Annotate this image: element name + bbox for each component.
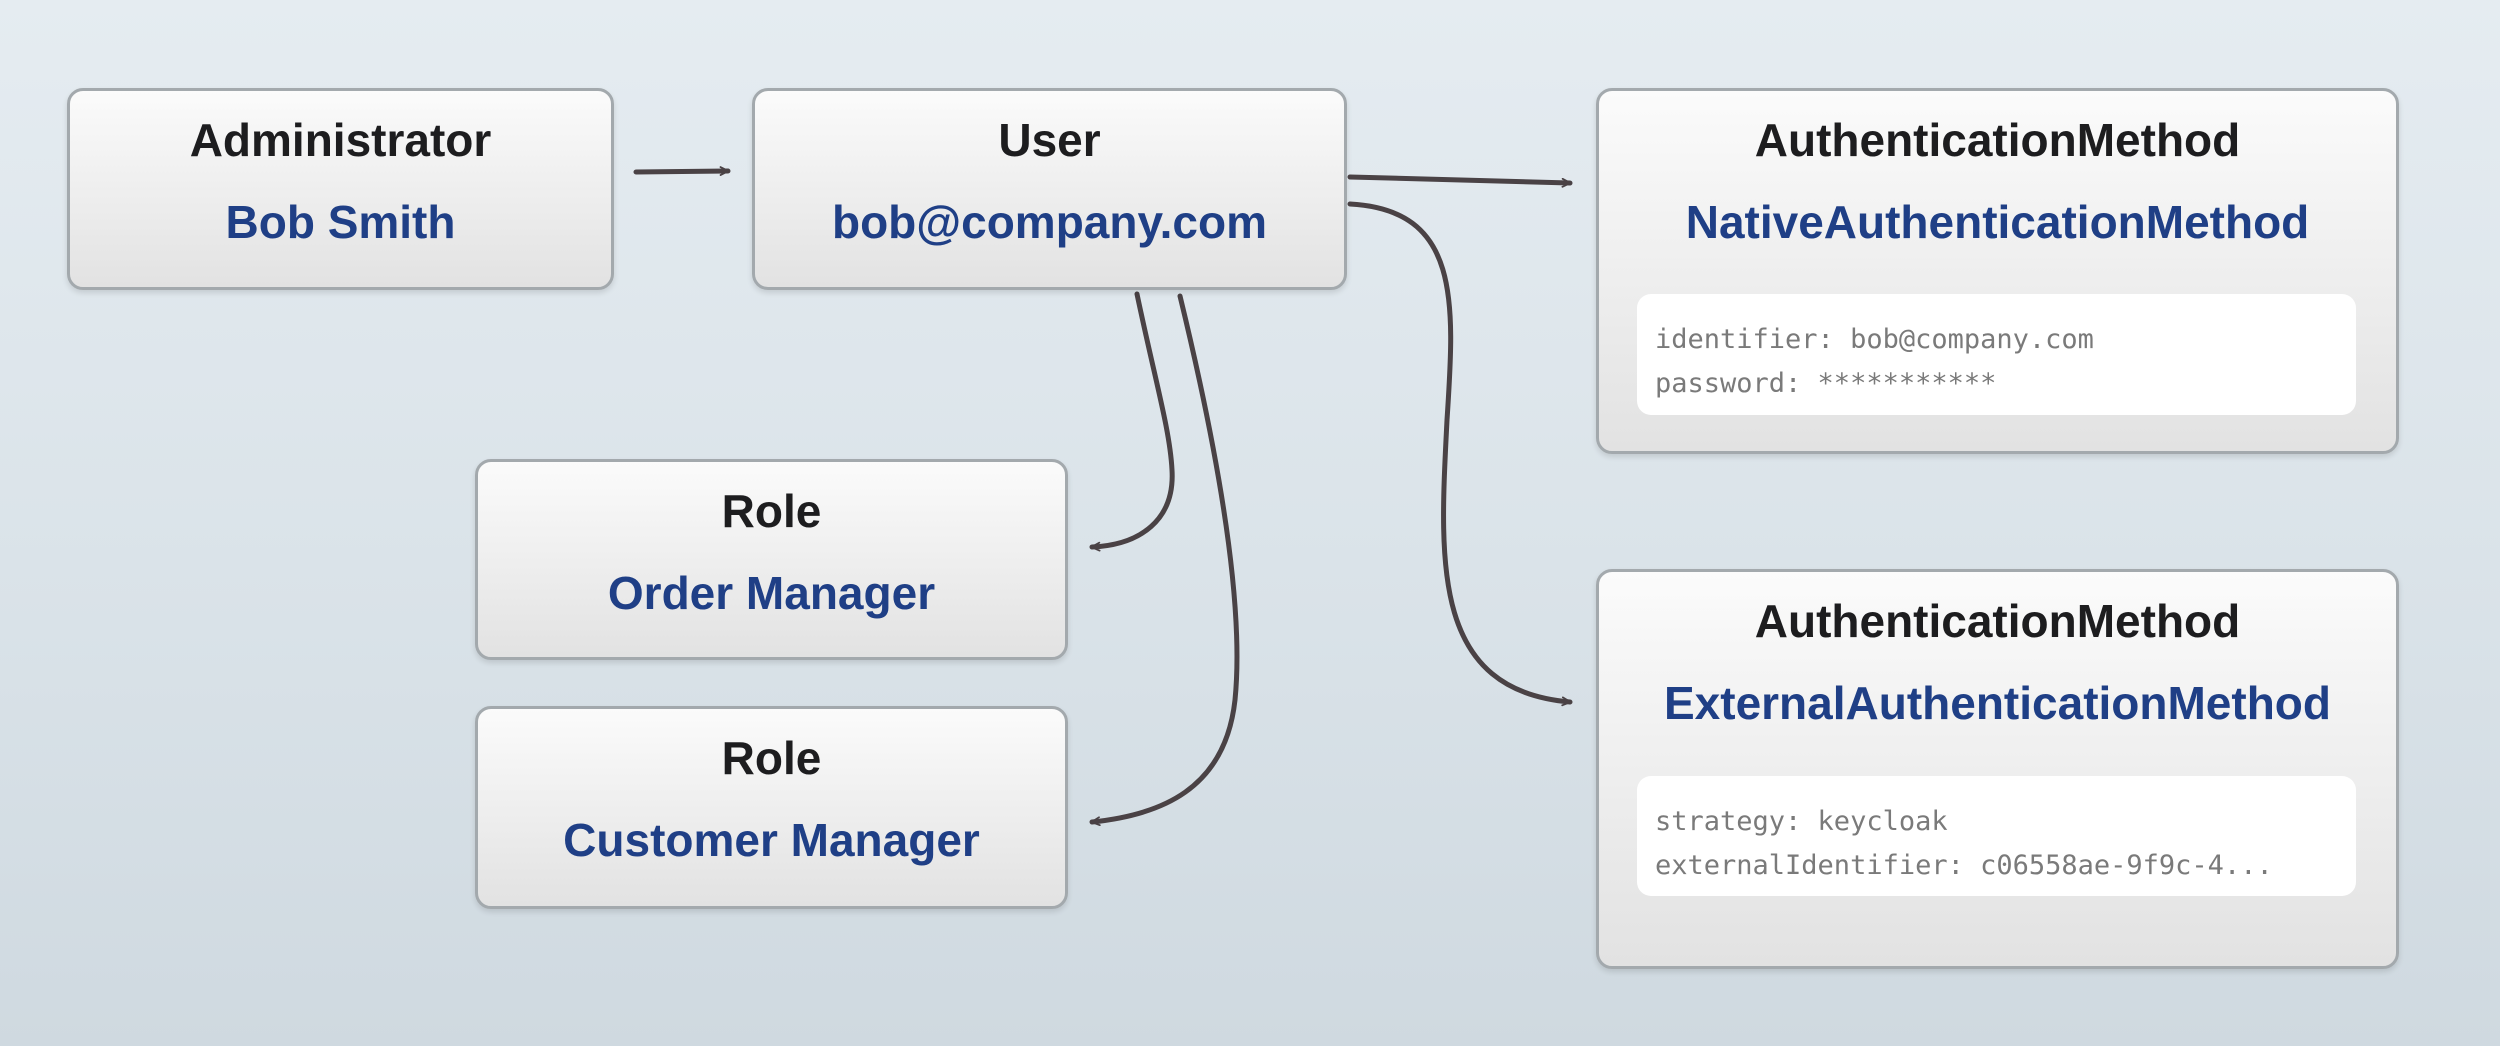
node-value: bob@company.com (831, 196, 1268, 248)
node-value: Order Manager (607, 567, 936, 619)
node-value: NativeAuthenticationMethod (1685, 196, 2310, 248)
role-customer-manager-node: Role Customer Manager (475, 706, 1068, 909)
node-title: AuthenticationMethod (1754, 595, 2241, 647)
properties-panel: strategy: keycloak externalIdentifier: c… (1637, 776, 2356, 896)
property-password: password: *********** (1655, 368, 1997, 399)
node-value: Customer Manager (563, 814, 980, 866)
external-auth-node: AuthenticationMethod ExternalAuthenticat… (1596, 569, 2399, 969)
arrow-user-to-external-auth (1347, 201, 1573, 707)
user-node: User bob@company.com (752, 88, 1347, 290)
arrow-user-to-role-customer (1089, 293, 1240, 827)
node-title: Role (721, 732, 822, 784)
node-title: Administrator (189, 114, 492, 166)
arrow-user-to-native-auth (1347, 174, 1573, 188)
property-strategy: strategy: keycloak (1655, 806, 1948, 837)
administrator-node: Administrator Bob Smith (67, 88, 614, 290)
arrow-admin-to-user (633, 166, 731, 176)
properties-panel: identifier: bob@company.com password: **… (1637, 294, 2356, 415)
property-external-identifier: externalIdentifier: c06558ae-9f9c-4... (1655, 850, 2273, 881)
property-identifier: identifier: bob@company.com (1655, 324, 2094, 355)
node-title: User (998, 114, 1101, 166)
role-order-manager-node: Role Order Manager (475, 459, 1068, 660)
node-value: ExternalAuthenticationMethod (1663, 677, 2332, 729)
node-title: AuthenticationMethod (1754, 114, 2241, 166)
arrow-user-to-role-order (1089, 291, 1175, 552)
native-auth-node: AuthenticationMethod NativeAuthenticatio… (1596, 88, 2399, 454)
node-title: Role (721, 485, 822, 537)
node-value: Bob Smith (225, 196, 456, 248)
